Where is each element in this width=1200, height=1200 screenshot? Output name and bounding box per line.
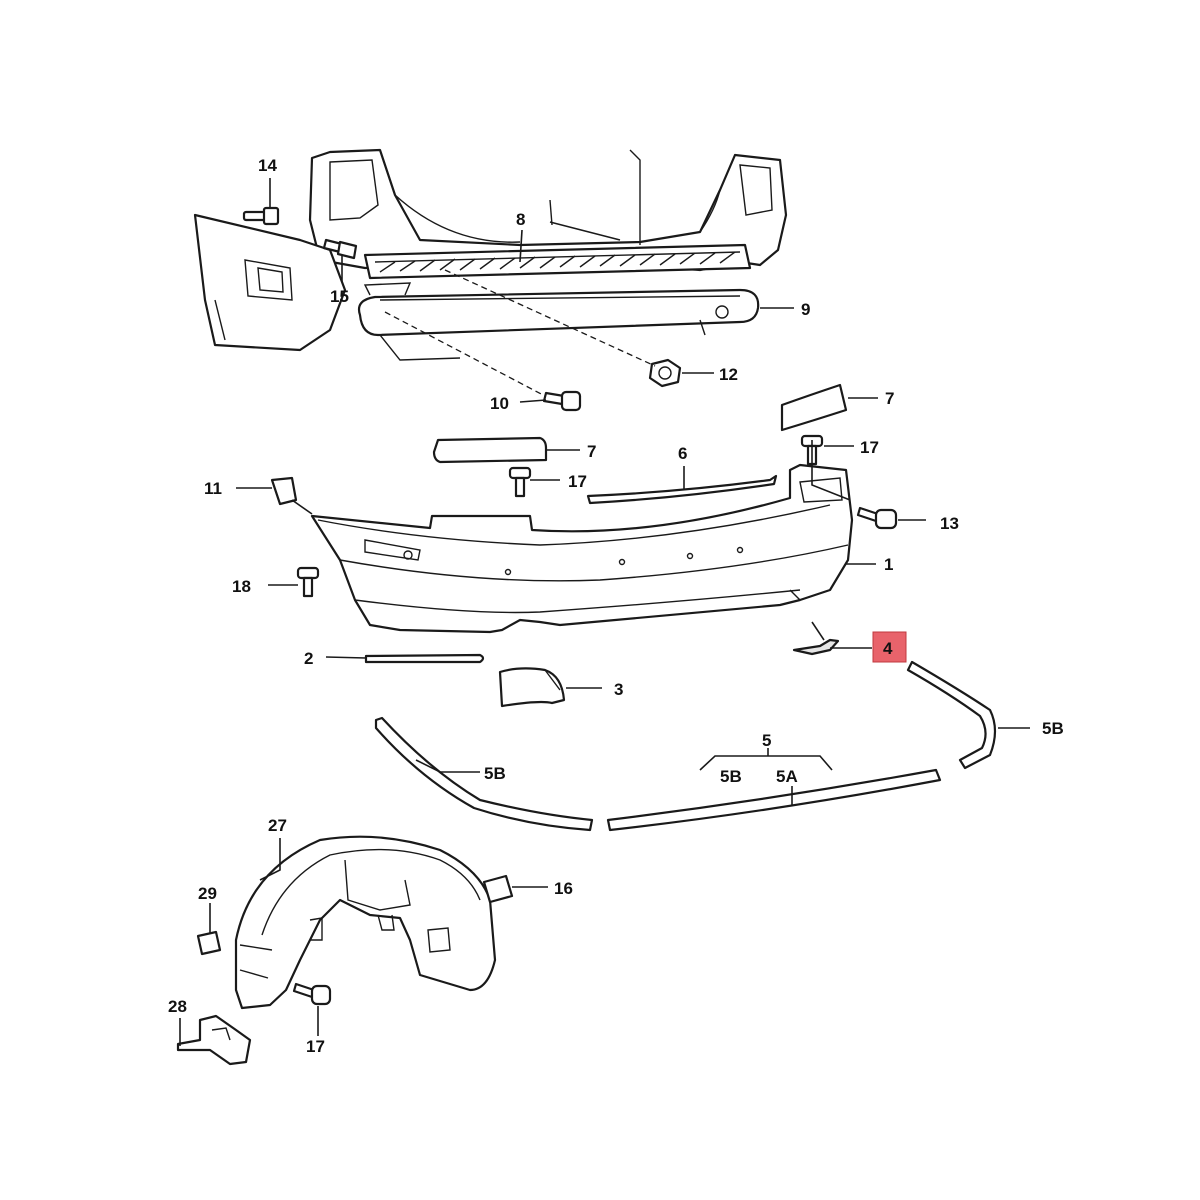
- part-28-mud-flap: [176, 1014, 252, 1066]
- part-16-clip: [482, 874, 514, 904]
- part-7-mid-cover: [432, 436, 548, 464]
- part-7-top-cover: [780, 383, 848, 432]
- part-11-clip: [270, 476, 298, 506]
- callout-5b-right: 5B: [1042, 719, 1064, 738]
- callout-6: 6: [678, 444, 687, 463]
- callout-labels: 14 8 15 9 12 10 7 7 17 6 17 11 13 1 18 4…: [168, 156, 1064, 1056]
- callout-29: 29: [198, 884, 217, 903]
- callout-12: 12: [719, 365, 738, 384]
- part-1-bumper-cover: [310, 463, 854, 634]
- part-5b-left-trim: [374, 716, 594, 832]
- callout-15: 15: [330, 287, 349, 306]
- callout-14: 14: [258, 156, 277, 175]
- part-12-nut: [648, 358, 682, 388]
- callout-16: 16: [554, 879, 573, 898]
- assembly-line-12: [444, 269, 656, 367]
- part-13-bolt: [856, 506, 898, 530]
- callout-5: 5: [762, 731, 771, 750]
- part-8-absorber-strip: [363, 243, 752, 280]
- callout-5a: 5A: [776, 767, 798, 786]
- callout-28: 28: [168, 997, 187, 1016]
- part-4-emblem: [792, 621, 840, 656]
- part-15-bolt: [322, 238, 358, 260]
- highlight-box-part-4: [872, 631, 907, 663]
- part-5a-center-trim: [606, 768, 942, 832]
- part-10-bolt: [542, 390, 582, 412]
- part-5b-right-trim: [906, 660, 997, 770]
- callout-5b-group: 5B: [720, 767, 742, 786]
- part-27-wheel-arch-liner: [234, 835, 497, 1010]
- part-17-bolt-c: [292, 982, 332, 1006]
- leader-lines: [179, 178, 1030, 1046]
- part-17-bolt-b: [508, 466, 532, 498]
- part-6-strip: [586, 474, 778, 505]
- part-2-strip: [364, 653, 485, 664]
- callout-18: 18: [232, 577, 251, 596]
- part-3-corner-piece: [498, 667, 566, 708]
- callout-10: 10: [490, 394, 509, 413]
- callout-7-mid: 7: [587, 442, 596, 461]
- callout-17-a: 17: [860, 438, 879, 457]
- car-body-rear-structure: [193, 148, 788, 352]
- callout-1: 1: [884, 555, 893, 574]
- part-18-bolt: [296, 566, 320, 598]
- assembly-line-10: [384, 311, 546, 397]
- callout-7-top: 7: [885, 389, 894, 408]
- part-29-clip: [196, 930, 222, 956]
- callout-3: 3: [614, 680, 623, 699]
- callout-17-c: 17: [306, 1037, 325, 1056]
- part-14-bolt: [242, 206, 280, 226]
- part-9-reinforcement-beam: [357, 282, 760, 361]
- callout-17-b: 17: [568, 472, 587, 491]
- callout-9: 9: [801, 300, 810, 319]
- callout-5b-left: 5B: [484, 764, 506, 783]
- callout-8: 8: [516, 210, 525, 229]
- callout-4: 4: [883, 639, 893, 658]
- callout-2: 2: [304, 649, 313, 668]
- callout-27: 27: [268, 816, 287, 835]
- callout-13: 13: [940, 514, 959, 533]
- callout-11: 11: [204, 479, 222, 498]
